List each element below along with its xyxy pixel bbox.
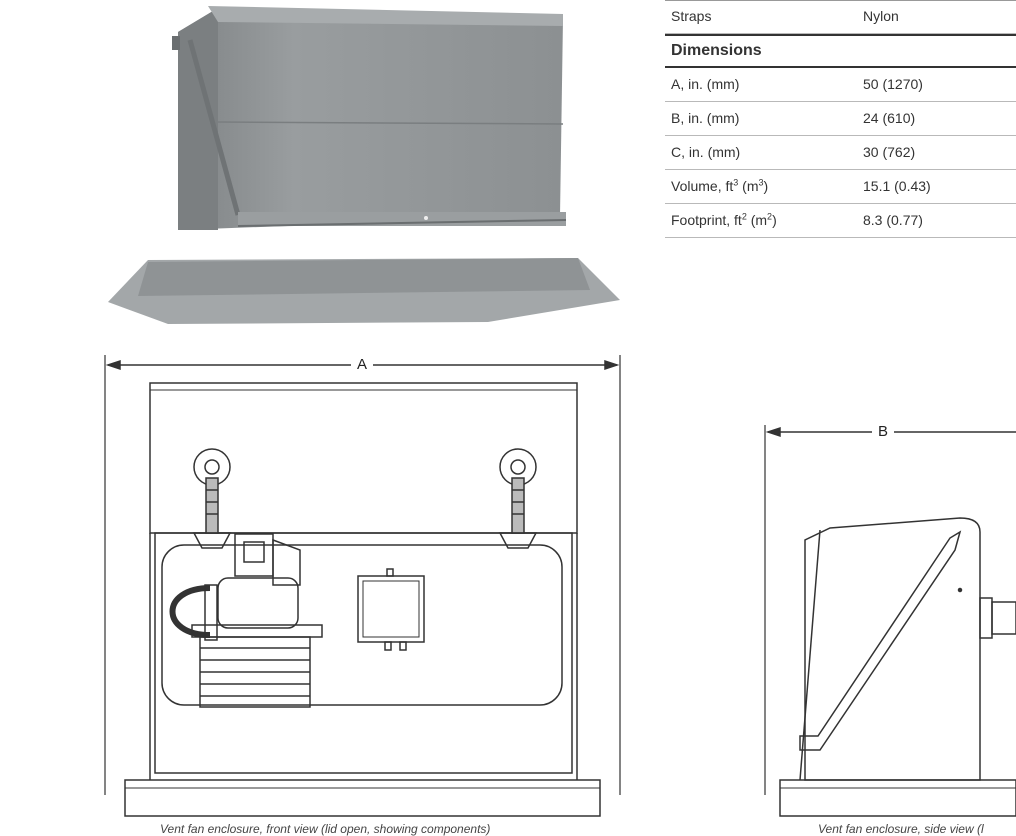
front-view-drawing [104, 355, 621, 817]
front-view-caption: Vent fan enclosure, front view (lid open… [160, 822, 491, 836]
spec-label: A, in. (mm) [671, 76, 740, 92]
spec-label: Straps [671, 8, 712, 24]
spec-value: 15.1 (0.43) [863, 178, 931, 194]
spec-value: 8.3 (0.77) [863, 212, 923, 228]
side-view-drawing [764, 425, 1016, 817]
dimension-label-a: A [351, 356, 374, 373]
spec-label: C, in. (mm) [671, 144, 741, 160]
spec-row-volume: Volume, ft3 (m3) 15.1 (0.43) [665, 170, 1016, 204]
spec-table: Straps Nylon Dimensions A, in. (mm) 50 (… [665, 0, 1016, 238]
spec-row-straps: Straps Nylon [665, 0, 1016, 34]
enclosure-photo [108, 6, 620, 324]
spec-value: 24 (610) [863, 110, 916, 126]
spec-label: Volume, ft3 (m3) [671, 177, 769, 194]
dimension-label-b: B [872, 423, 895, 440]
spec-row-b: B, in. (mm) 24 (610) [665, 102, 1016, 136]
spec-row-footprint: Footprint, ft2 (m2) 8.3 (0.77) [665, 204, 1016, 238]
spec-value: 50 (1270) [863, 76, 923, 92]
spec-row-a: A, in. (mm) 50 (1270) [665, 68, 1016, 102]
spec-value: 30 (762) [863, 144, 916, 160]
spec-row-c: C, in. (mm) 30 (762) [665, 136, 1016, 170]
dimensions-heading: Dimensions [665, 34, 1016, 68]
spec-value: Nylon [863, 8, 899, 24]
side-view-caption: Vent fan enclosure, side view (l [818, 822, 984, 836]
spec-label: B, in. (mm) [671, 110, 740, 126]
spec-label: Footprint, ft2 (m2) [671, 211, 777, 228]
